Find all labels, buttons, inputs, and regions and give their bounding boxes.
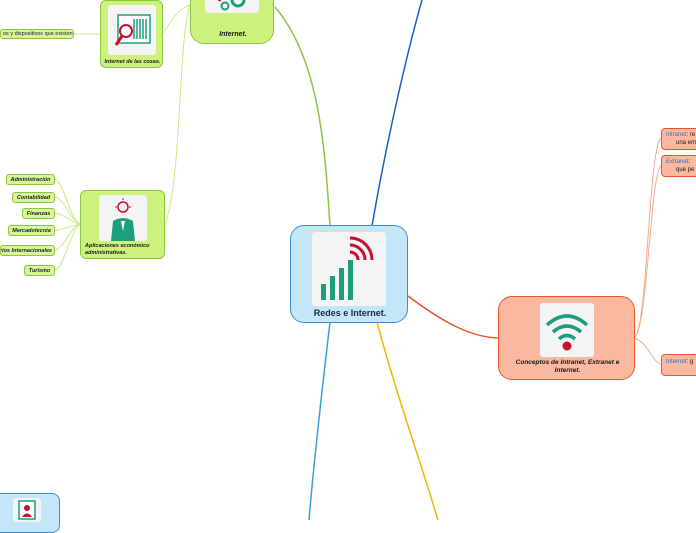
connector-internet [274,6,331,227]
connector-aplicaciones [164,4,191,225]
leaf-administracion[interactable]: Administración [6,174,55,185]
aplicaciones-node[interactable]: Aplicaciones económico administrativas. [80,190,165,259]
intranet-keyword: Intranet [666,132,687,138]
connector-bottom-blue [308,321,331,520]
barcode-search-icon [108,5,156,55]
internet-item[interactable]: Internet: g [661,354,696,376]
extranet-item[interactable]: Extranet: que pe [661,155,696,177]
idea-person-icon [99,195,147,241]
connector-top-right [371,0,423,227]
intranet-item[interactable]: Intranet: re una em [661,128,696,150]
connector-lines [54,0,662,520]
conceptos-label: Conceptos de Intranet, Extranet e Intern… [515,359,620,374]
leaf-finanzas[interactable]: Finanzas [22,208,55,219]
leaf-turismo[interactable]: Turismo [24,265,55,276]
gears-icon [205,0,259,13]
internet-topic-label: Internet. [219,31,247,38]
connector-aplicaciones-leaves [54,178,81,271]
iot-node[interactable]: Internet de las cosas. [100,0,163,68]
bottom-left-topic-node[interactable] [0,493,60,533]
iot-label: Internet de las cosas. [104,59,161,65]
extranet-text-line2: que pe [676,167,695,173]
central-topic-title: Redes e Internet. [313,308,387,318]
leaf-contabilidad[interactable]: Contabilidad [12,192,55,203]
leaf-negocios-internacionales[interactable]: rios Internacionales [0,245,55,256]
extranet-keyword: Extranet [666,159,689,165]
leaf-mercadotecnia[interactable]: Mercadotecnia [8,225,55,236]
central-topic-node[interactable]: Redes e Internet. [290,225,408,323]
connector-conceptos [407,295,501,339]
connector-bottom-yellow [376,321,439,520]
wifi-icon [540,303,594,357]
iot-leaf[interactable]: os y dispositivos que existen. [0,29,74,39]
aplicaciones-label: Aplicaciones económico administrativas. [85,243,150,256]
internet-text: : g [686,359,694,365]
intranet-text-line2: una em [676,140,696,146]
person-card-icon [13,498,41,522]
conceptos-node[interactable]: Conceptos de Intranet, Extranet e Intern… [498,296,635,380]
connector-conceptos-items [633,137,662,365]
signal-bars-icon [312,232,386,306]
internet-topic-node[interactable]: Internet. [190,0,274,44]
connector-iot [162,4,191,34]
intranet-text: : re [686,132,696,138]
internet-keyword: Internet [666,359,687,365]
extranet-text: : [688,159,691,165]
